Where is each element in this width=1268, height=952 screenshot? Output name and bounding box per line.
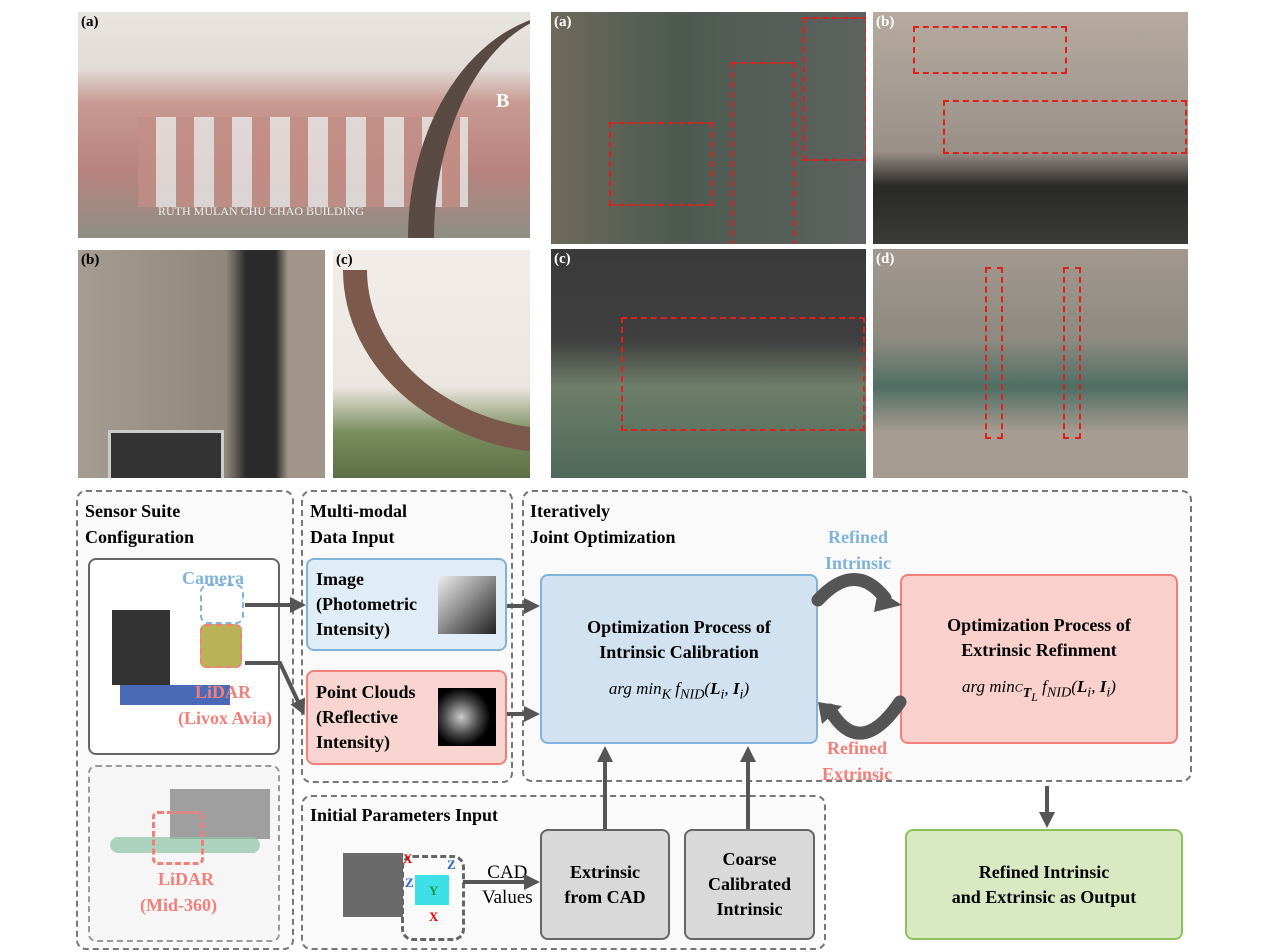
panel-label: (a) bbox=[554, 14, 572, 30]
panel-label: (b) bbox=[876, 14, 895, 30]
render-a: (a) bbox=[551, 12, 866, 244]
arrow-refined-extrinsic bbox=[823, 695, 907, 740]
extrinsic-formula: arg minCTL fNID(Li, Ii) bbox=[962, 677, 1116, 704]
panel-label: (b) bbox=[81, 252, 100, 268]
pointcloud-thumbnail bbox=[438, 688, 496, 746]
arrow-refined-intrinsic bbox=[811, 573, 892, 607]
cad-model-image: X Z Z Y X bbox=[325, 845, 465, 945]
image-thumbnail bbox=[438, 576, 496, 634]
intrinsic-formula: arg minK fNID(Li, Ii) bbox=[608, 678, 750, 703]
photo-university-sign: (b) bbox=[78, 250, 325, 478]
render-c: (c) bbox=[551, 249, 866, 478]
render-b: (b) bbox=[873, 12, 1188, 244]
initial-parameters-title: Initial Parameters Input bbox=[310, 805, 498, 825]
mid360-rig-photo: LiDAR (Mid-360) bbox=[88, 765, 280, 942]
lidar-avia-label: LiDAR bbox=[195, 682, 252, 702]
lidar-avia-model: (Livox Avia) bbox=[178, 708, 273, 728]
panel-label: (a) bbox=[81, 14, 99, 30]
lidar-mid360-label: LiDAR bbox=[158, 869, 215, 889]
lidar-mid360-model: (Mid-360) bbox=[140, 895, 217, 915]
panel-label: (c) bbox=[336, 252, 353, 268]
panel-label: (d) bbox=[876, 251, 895, 267]
photo-sculpture: (c) bbox=[333, 250, 530, 478]
building-sign: RUTH MULAN CHU CHAO BUILDING bbox=[158, 204, 364, 218]
arrow-lidar-to-points bbox=[245, 661, 306, 716]
building-letter: B bbox=[496, 90, 510, 112]
render-d: (d) bbox=[873, 249, 1188, 478]
camera-label: Camera bbox=[182, 568, 244, 588]
panel-label: (c) bbox=[554, 251, 571, 267]
avia-rig-photo: Camera LiDAR (Livox Avia) bbox=[88, 558, 280, 755]
photo-building: RUTH MULAN CHU CHAO BUILDING B (a) bbox=[78, 12, 530, 238]
